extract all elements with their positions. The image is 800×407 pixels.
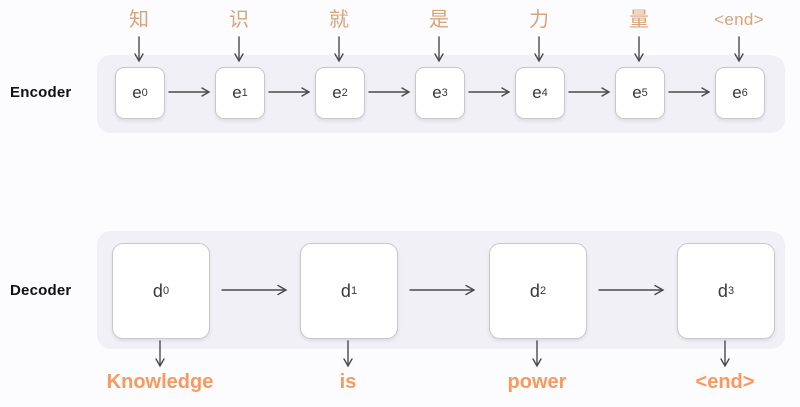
encoder-cell-label: e bbox=[432, 83, 442, 102]
output-word-3: <end> bbox=[695, 371, 755, 393]
decoder-cell-label: d bbox=[340, 280, 351, 301]
input-token-end: <end> bbox=[714, 10, 764, 29]
decoder-cell-label: d bbox=[717, 280, 728, 301]
decoder-cell-label: d bbox=[529, 280, 540, 301]
input-token-2: 就 bbox=[329, 9, 349, 31]
output-word-2: power bbox=[507, 371, 567, 393]
encoder-cell-label: e bbox=[532, 83, 542, 102]
decoder-row-label: Decoder bbox=[10, 282, 72, 299]
encoder-cell-label: e bbox=[232, 83, 242, 102]
encoder-cell-label: e bbox=[732, 83, 742, 102]
encoder-cell-label: e bbox=[132, 83, 142, 102]
output-word-0: Knowledge bbox=[106, 371, 214, 393]
encoder-cell-label: e bbox=[332, 83, 342, 102]
input-token-5: 量 bbox=[629, 9, 649, 31]
output-word-1: is bbox=[339, 371, 357, 393]
input-token-0: 知 bbox=[129, 9, 149, 31]
encoder-cell-label: e bbox=[632, 83, 642, 102]
input-token-4: 力 bbox=[529, 9, 549, 31]
decoder-cell-label: d bbox=[152, 280, 163, 301]
encoder-row-label: Encoder bbox=[10, 84, 72, 101]
input-token-3: 是 bbox=[429, 9, 449, 31]
input-token-1: 识 bbox=[229, 9, 249, 31]
